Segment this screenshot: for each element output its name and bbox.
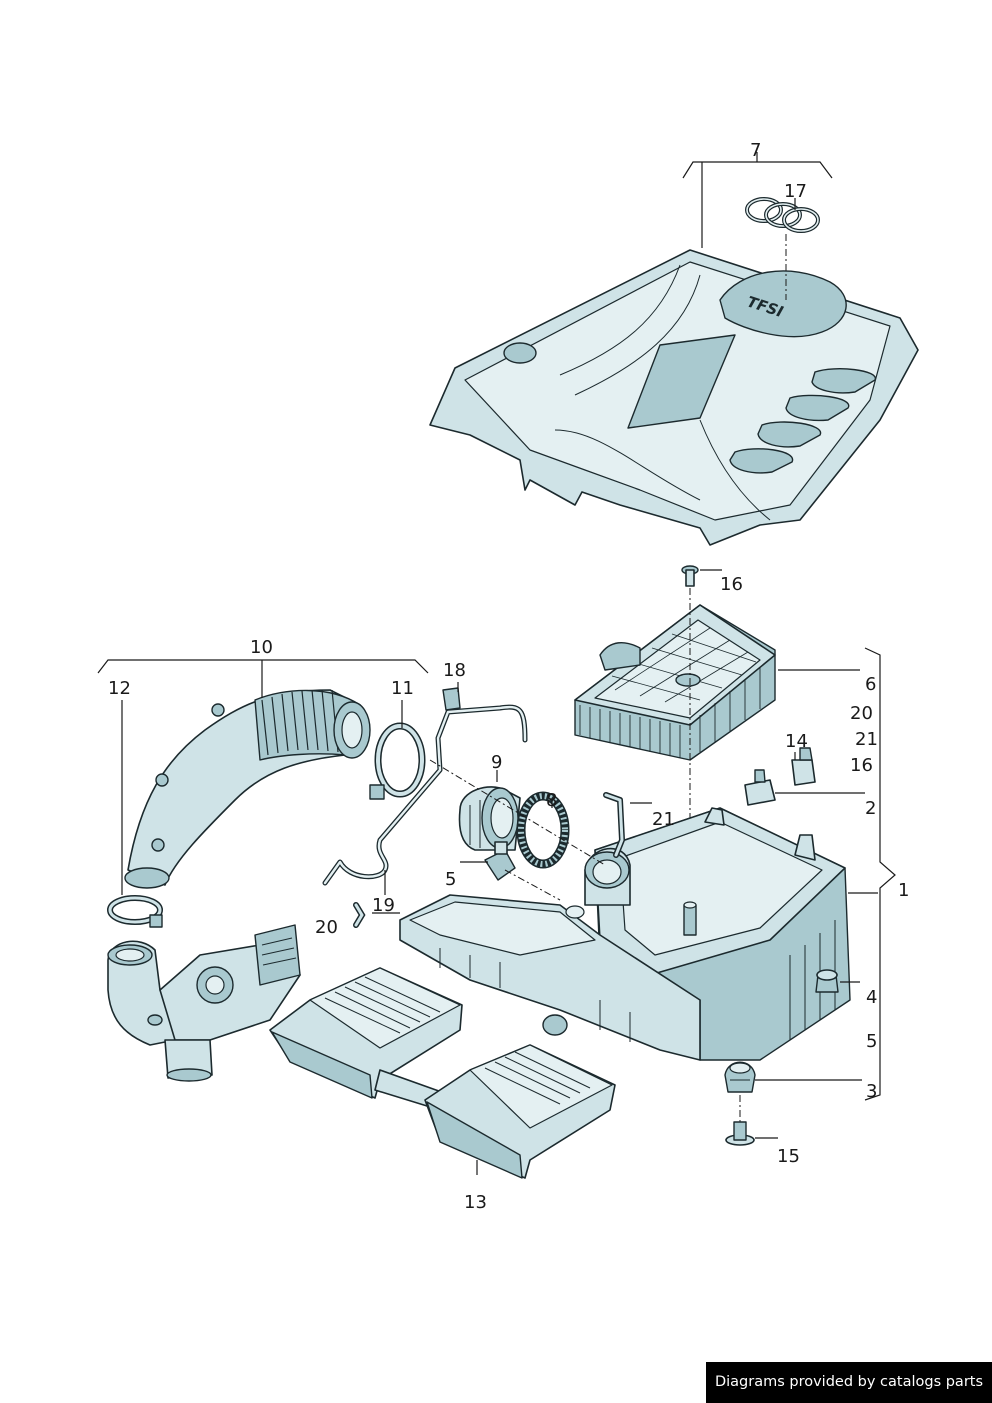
sensor-5	[484, 841, 516, 881]
footer-credit: Diagrams provided by catalogs parts	[706, 1362, 992, 1403]
seal-ring-8	[516, 791, 570, 869]
callout-14: 14	[785, 731, 808, 752]
callout-9: 9	[491, 752, 502, 773]
callout-4: 4	[866, 987, 877, 1008]
callout-16-top: 16	[720, 574, 743, 595]
callout-5-right: 5	[866, 1031, 877, 1052]
callout-18: 18	[443, 660, 466, 681]
hose-clamp-11	[369, 722, 426, 800]
callout-1: 1	[898, 880, 909, 901]
callout-8: 8	[546, 790, 557, 811]
audi-rings-emblem	[745, 197, 820, 233]
callout-17: 17	[784, 181, 807, 202]
callout-21-mid: 21	[652, 809, 675, 830]
bracket-2	[744, 769, 776, 806]
rubber-grommet-4	[815, 969, 839, 993]
air-filter-housing	[399, 807, 851, 1061]
callout-12: 12	[108, 678, 131, 699]
callout-10: 10	[250, 637, 273, 658]
rubber-grommet-3	[724, 1061, 756, 1093]
bracket-21	[603, 792, 625, 858]
air-filter-lid	[574, 604, 776, 761]
callout-3: 3	[866, 1081, 877, 1102]
callout-16-right: 16	[850, 755, 873, 776]
callout-5-left: 5	[445, 869, 456, 890]
air-guide-13	[269, 967, 616, 1179]
leader-lines	[97, 152, 896, 1175]
air-mass-meter-9	[458, 786, 521, 851]
vent-hose-18	[322, 687, 528, 886]
callout-7: 7	[750, 140, 761, 161]
callout-13: 13	[464, 1192, 487, 1213]
callout-2: 2	[865, 798, 876, 819]
intake-pipe	[124, 689, 371, 889]
callout-21-right: 21	[855, 729, 878, 750]
callout-15: 15	[777, 1146, 800, 1167]
callout-20-left: 20	[315, 917, 338, 938]
callout-6: 6	[865, 674, 876, 695]
engine-cover: TFSI	[429, 249, 919, 546]
turbocharger-inlet	[107, 924, 301, 1082]
clip-20	[353, 902, 366, 928]
pin-15	[725, 1121, 755, 1146]
callout-labels: 7 17 16 6 20 21 16 14 2 21 1 4 5 3 15 10…	[108, 140, 909, 1213]
bracket-14	[791, 747, 816, 786]
hose-clamp-12	[107, 895, 163, 928]
callout-19: 19	[372, 895, 395, 916]
callout-11: 11	[391, 678, 414, 699]
callout-20-right: 20	[850, 703, 873, 724]
screw-16	[681, 565, 699, 587]
